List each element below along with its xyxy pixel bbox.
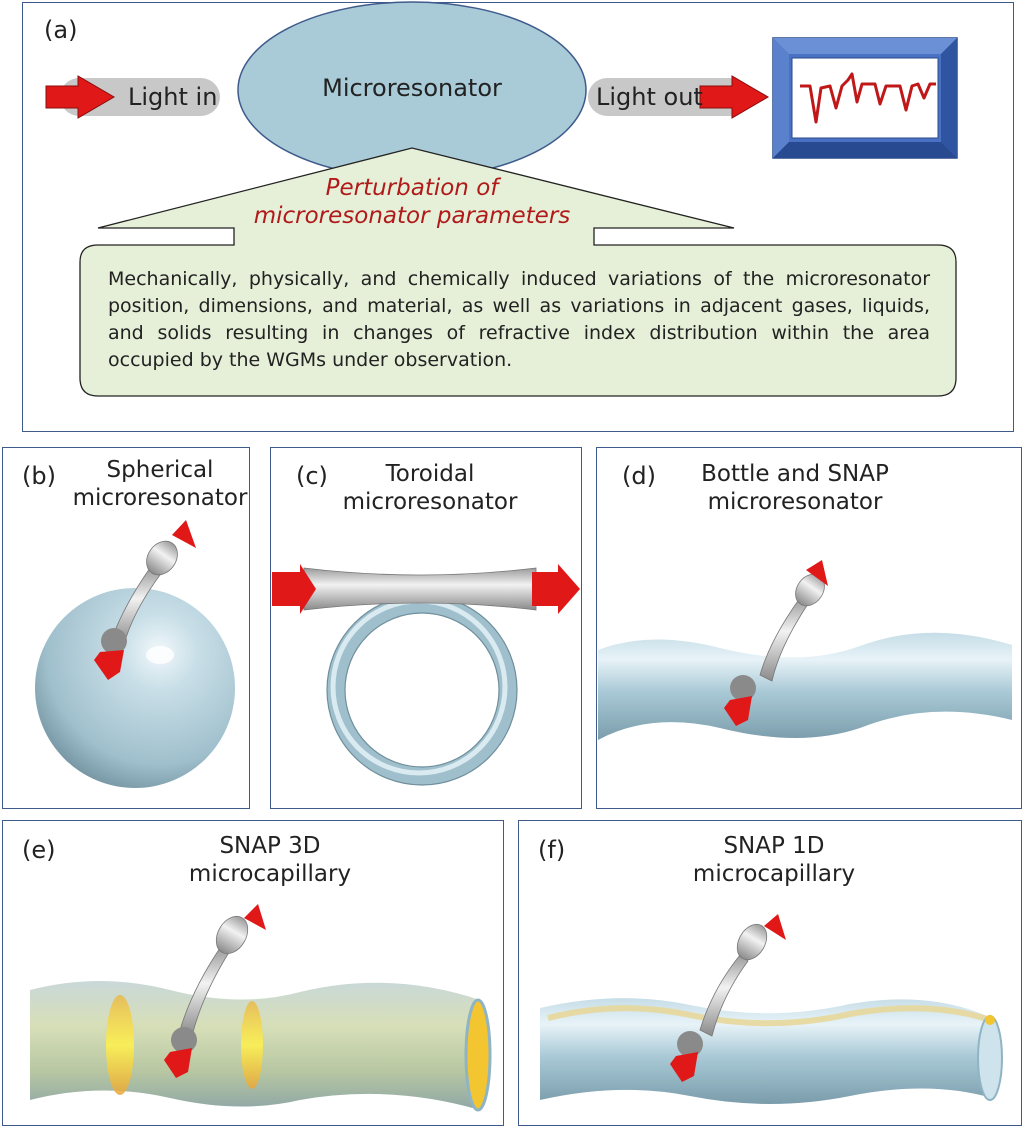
bottle-resonator-drawing <box>598 560 1012 740</box>
panel-f-title-line-1: SNAP 1D <box>723 833 825 859</box>
panel-c-title: Toroidal microresonator <box>330 460 530 516</box>
microresonator-label: Microresonator <box>322 74 502 102</box>
light-out-label: Light out <box>596 83 703 111</box>
spectrum-trace <box>800 72 936 124</box>
panel-a-label: (a) <box>44 16 78 44</box>
snap-1d-capillary-drawing <box>540 914 1003 1104</box>
spectrum-monitor <box>772 37 958 159</box>
spherical-resonator-drawing <box>35 520 235 788</box>
panel-d-title-line-2: microresonator <box>707 489 883 515</box>
perturbation-callout <box>79 147 957 397</box>
panel-b-title-line-1: Spherical <box>106 457 214 483</box>
snap-3d-capillary-drawing <box>30 904 492 1112</box>
panel-c-title-line-1: Toroidal <box>385 461 475 487</box>
panel-b-title-line-2: microresonator <box>72 485 248 511</box>
light-in-label: Light in <box>128 83 218 111</box>
panel-e <box>2 820 504 1126</box>
panel-d-title: Bottle and SNAP microresonator <box>680 460 910 516</box>
panel-b-title: Spherical microresonator <box>60 456 260 512</box>
panel-d-title-line-1: Bottle and SNAP <box>701 461 889 487</box>
panel-f <box>518 820 1022 1126</box>
toroidal-resonator-drawing <box>272 564 580 786</box>
panel-c <box>270 447 582 809</box>
panel-b <box>2 447 250 809</box>
panel-d <box>596 447 1022 809</box>
perturbation-line-1: Perturbation of <box>325 175 499 201</box>
panel-f-label: (f) <box>538 836 566 864</box>
perturbation-description: Mechanically, physically, and chemically… <box>108 268 930 371</box>
panel-e-title: SNAP 3D microcapillary <box>170 832 370 888</box>
panel-d-label: (d) <box>622 462 656 490</box>
panel-b-label: (b) <box>22 462 56 490</box>
panel-f-title: SNAP 1D microcapillary <box>674 832 874 888</box>
panel-c-title-line-2: microresonator <box>342 489 518 515</box>
perturbation-line-2: microresonator parameters <box>253 203 571 229</box>
light-in-pill <box>60 78 220 116</box>
panel-c-label: (c) <box>296 462 328 490</box>
panel-f-title-line-2: microcapillary <box>692 861 856 887</box>
light-in-arrow <box>45 75 115 119</box>
light-out-arrow <box>699 75 769 119</box>
panel-e-title-line-2: microcapillary <box>188 861 352 887</box>
panel-e-label: (e) <box>22 836 56 864</box>
perturbation-text: Perturbation of microresonator parameter… <box>232 174 592 230</box>
panel-e-title-line-1: SNAP 3D <box>219 833 321 859</box>
